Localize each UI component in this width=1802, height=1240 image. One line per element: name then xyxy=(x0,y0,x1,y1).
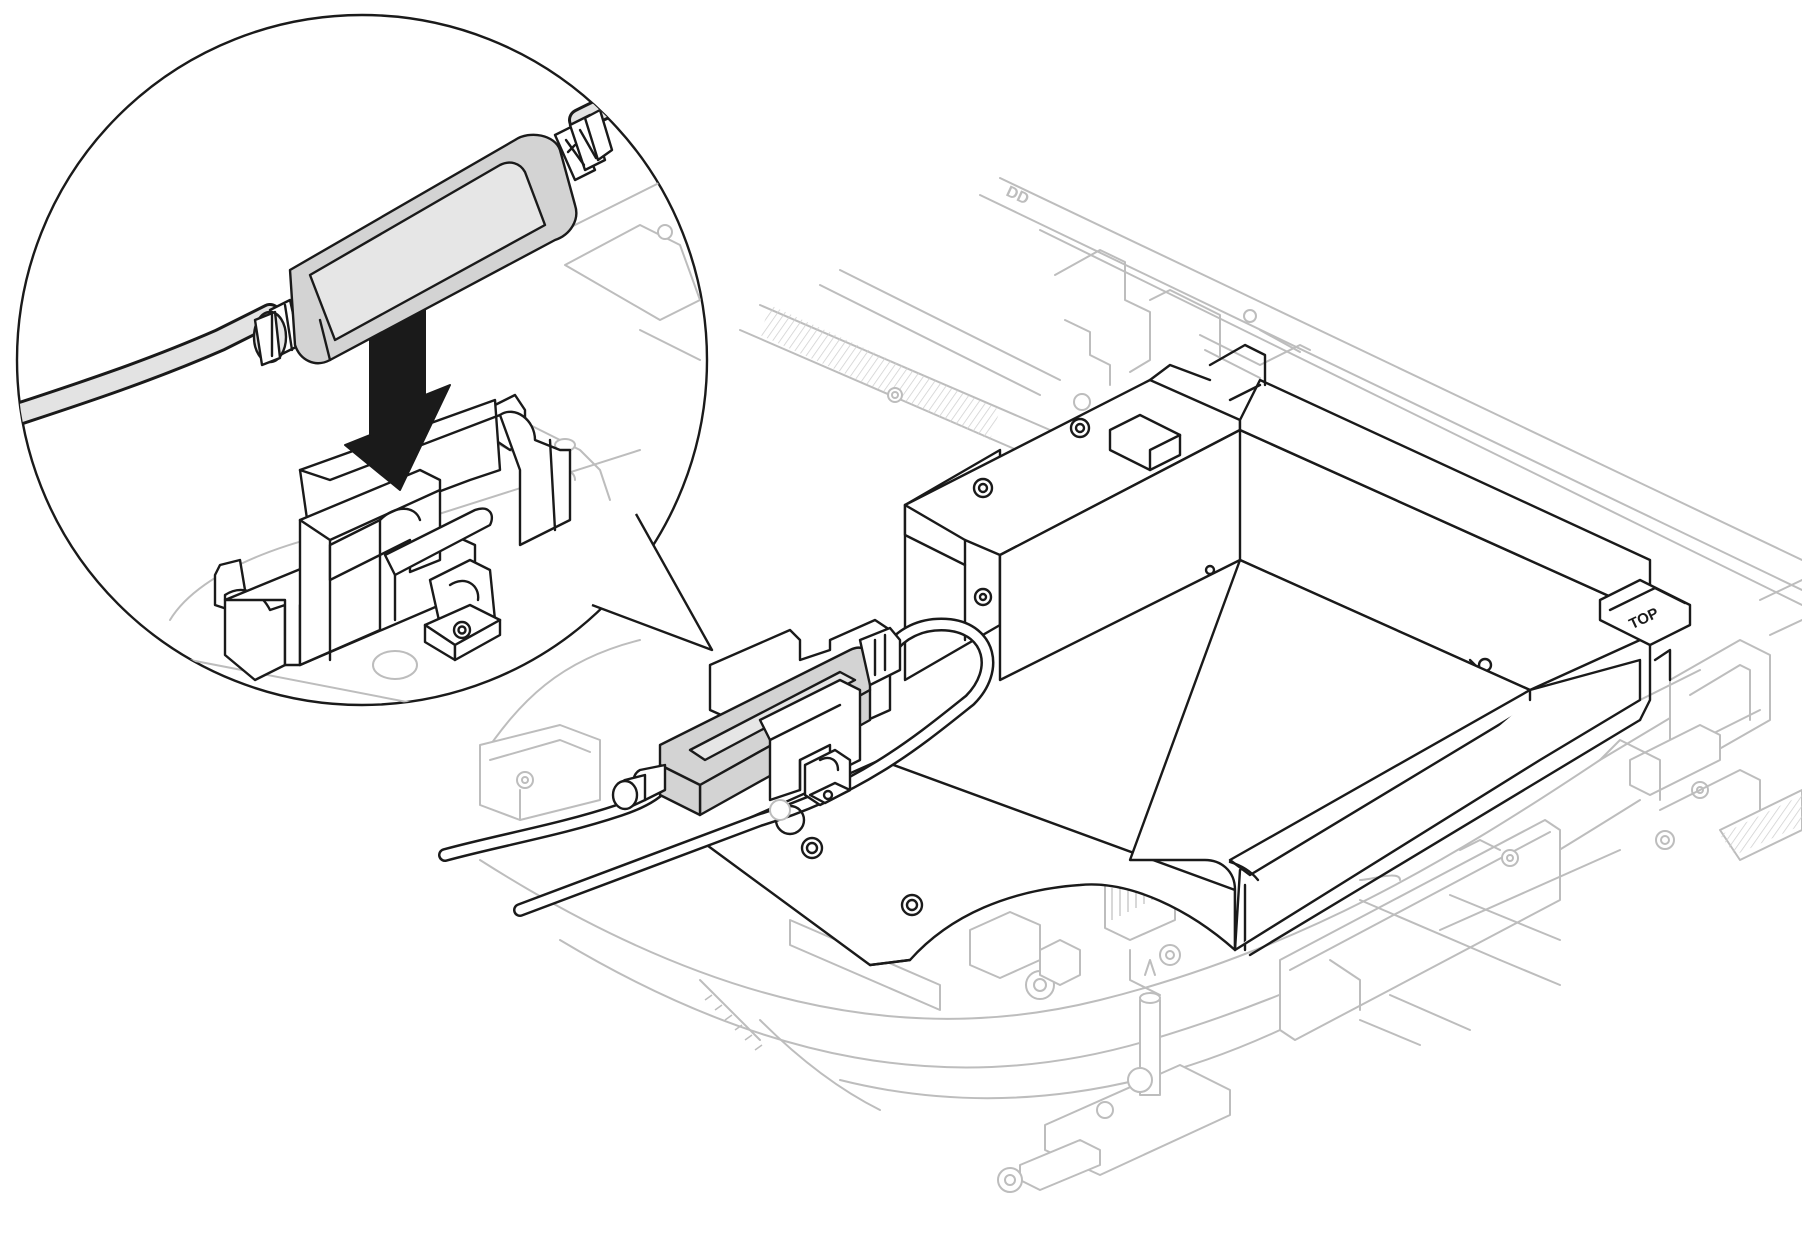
cable-detail xyxy=(17,83,652,432)
corner-label: DD xyxy=(1003,183,1031,208)
air-baffle-housing: TOP xyxy=(698,343,1692,967)
sensor-assembly xyxy=(611,618,924,917)
chassis-background: DD xyxy=(479,177,1802,1193)
detail-callout xyxy=(15,13,714,707)
cable-clip-detail xyxy=(213,393,572,682)
